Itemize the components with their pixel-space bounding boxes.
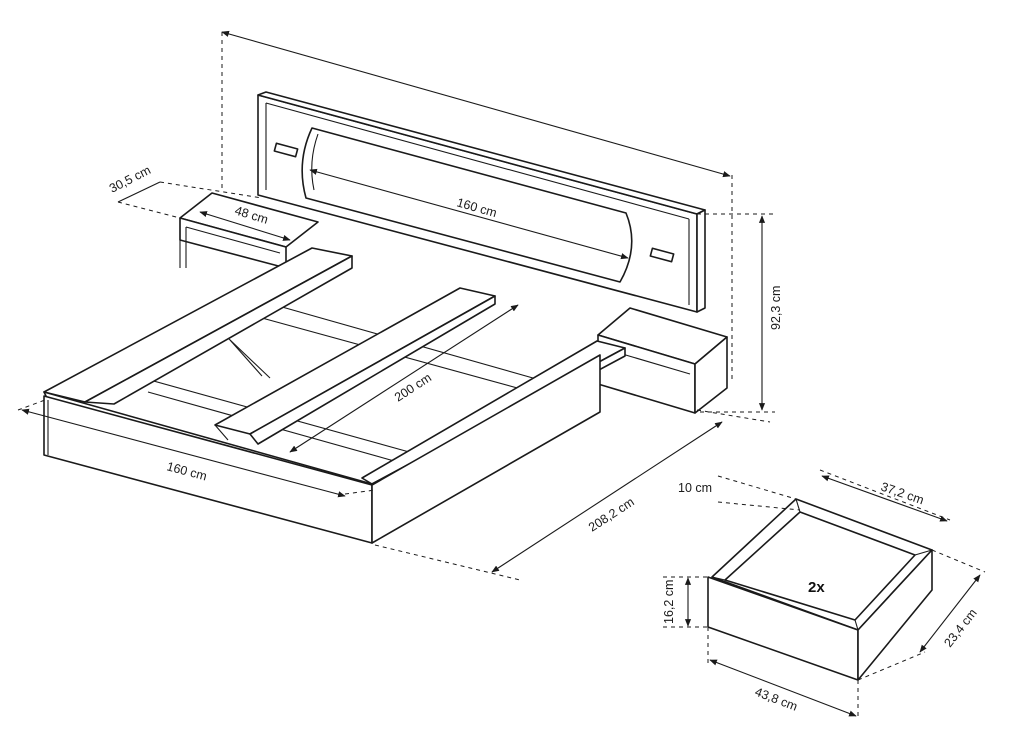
bed-width-dim [21,408,346,498]
nightstand-depth-label: 30,5 cm [107,163,153,196]
nightstand-width-dim [199,211,291,241]
drawer-inner-height-label: 10 cm [678,481,712,495]
nightstand-depth-dim [117,181,161,203]
right-light-icon [649,247,675,263]
bed-length-dim [491,421,723,573]
headboard-height-label: 92,3 cm [769,286,783,330]
bed-frame [43,247,626,544]
headboard-total-width-dim [221,30,731,178]
dimension-lines [21,30,981,717]
cushion-width-dim [309,168,629,260]
drawer-depth-dim [919,574,981,653]
bed-inner-length-label: 200 cm [392,370,434,404]
drawer-width-label: 37,2 cm [879,480,926,508]
drawer-front-width-label: 43,8 cm [753,685,800,714]
drawer-front-width-dim [709,659,857,717]
drawer-depth-label: 23,4 cm [941,606,979,650]
drawer-quantity-label: 2x [808,579,825,596]
bed-length-label: 208,2 cm [586,495,637,535]
drawer-width-dim [821,475,948,522]
drawer-front-height-label: 16,2 cm [662,580,676,624]
